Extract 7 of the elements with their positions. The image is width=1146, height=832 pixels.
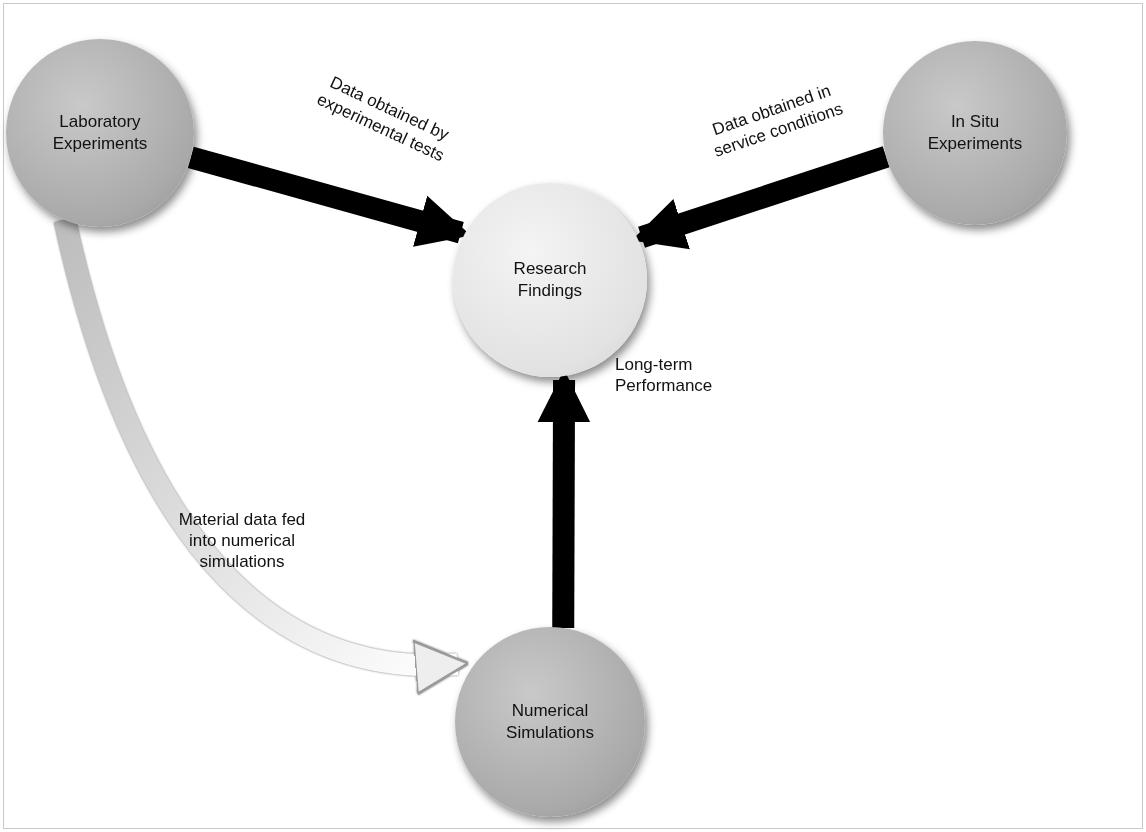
node-label: Research Findings — [512, 258, 588, 302]
node-label: In Situ Experiments — [926, 111, 1024, 155]
curved-arrow — [54, 217, 470, 693]
node-label: Numerical Simulations — [505, 700, 595, 744]
edge-label: Material data fed into numerical simulations — [177, 508, 307, 572]
edge-label: Long-term Performance — [615, 354, 714, 396]
node-label: Laboratory Experiments — [51, 111, 149, 155]
